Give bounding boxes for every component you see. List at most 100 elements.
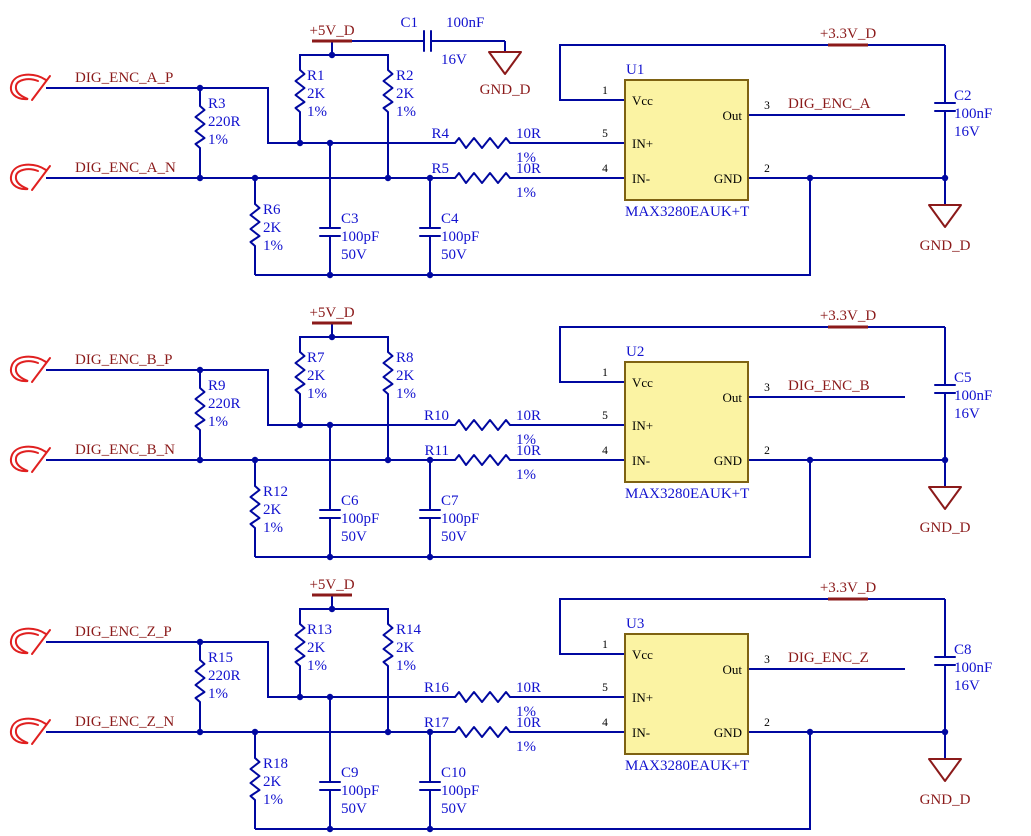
resistor-pullup-1[interactable]: R13 2K 1% <box>294 622 333 674</box>
resistor-termination[interactable]: R9 220R 1% <box>194 378 241 431</box>
resistor-pullup-1[interactable]: R1 2K 1% <box>294 68 328 120</box>
resistor-series-p[interactable]: R10 10R 1% <box>424 408 541 448</box>
pin-number-inn: 4 <box>602 445 608 457</box>
capacitor-decoupling[interactable]: C8 100nF 16V <box>934 642 992 694</box>
resistor-icon <box>382 623 394 667</box>
input-port-p[interactable]: DIG_ENC_B_P <box>9 352 173 383</box>
capacitor-filter-p[interactable]: C6 100pF 50V <box>319 493 379 545</box>
resistor-pulldown[interactable]: R6 2K 1% <box>249 202 284 254</box>
capacitor-decoupling[interactable]: C5 100nF 16V <box>934 370 992 422</box>
pin-number-inp: 5 <box>602 128 608 140</box>
input-port-n[interactable]: DIG_ENC_Z_N <box>9 714 174 745</box>
value: 220R <box>208 396 241 412</box>
capacitor-filter-n[interactable]: C4 100pF 50V <box>419 211 479 263</box>
value: 100pF <box>441 229 479 245</box>
refdes: R2 <box>396 68 414 84</box>
resistor-pulldown[interactable]: R18 2K 1% <box>249 756 289 808</box>
resistor-icon <box>382 351 394 395</box>
value: 2K <box>396 368 415 384</box>
resistor-pullup-1[interactable]: R7 2K 1% <box>294 350 328 402</box>
net-label-p[interactable]: DIG_ENC_Z_P <box>75 624 172 640</box>
capacitor-filter-p[interactable]: C3 100pF 50V <box>319 211 379 263</box>
refdes: R12 <box>263 484 288 500</box>
net-label-n[interactable]: DIG_ENC_B_N <box>75 442 175 458</box>
power-port-3v3[interactable]: +3.3V_D <box>820 308 877 329</box>
pin-name-gnd: GND <box>714 171 742 186</box>
resistor-termination[interactable]: R15 220R 1% <box>194 650 241 703</box>
capacitor-filter-n[interactable]: C10 100pF 50V <box>419 765 479 817</box>
resistor-series-n[interactable]: R5 10R 1% <box>431 161 541 201</box>
gnd-symbol-bulk[interactable] <box>488 51 522 75</box>
ic-refdes: U3 <box>626 616 644 632</box>
value: 10R <box>516 126 541 142</box>
bulk-cap-icon[interactable] <box>423 30 432 52</box>
value: 100pF <box>441 783 479 799</box>
ic-max3280[interactable]: U1 MAX3280EAUK+T Vcc IN+ IN- Out GND 1 5… <box>602 62 770 220</box>
input-port-p[interactable]: DIG_ENC_A_P <box>9 70 173 101</box>
ic-refdes: U2 <box>626 344 644 360</box>
net-label-p[interactable]: DIG_ENC_B_P <box>75 352 173 368</box>
pin-number-out: 3 <box>764 654 770 666</box>
net-label-output[interactable]: DIG_ENC_Z <box>788 650 869 666</box>
power-port-3v3[interactable]: +3.3V_D <box>820 580 877 601</box>
refdes: C8 <box>954 642 972 658</box>
net-label-output[interactable]: DIG_ENC_A <box>788 96 871 112</box>
ic-part-number: MAX3280EAUK+T <box>625 486 749 502</box>
tolerance: 1% <box>307 104 327 120</box>
gnd-port-main[interactable]: GND_D <box>920 204 971 254</box>
power-port-3v3[interactable]: +3.3V_D <box>820 26 877 47</box>
ic-body <box>624 79 749 201</box>
ic-max3280[interactable]: U3 MAX3280EAUK+T Vcc IN+ IN- Out GND 1 5… <box>602 616 770 774</box>
refdes: C7 <box>441 493 459 509</box>
net-label-p[interactable]: DIG_ENC_A_P <box>75 70 173 86</box>
capacitor-icon <box>419 227 441 237</box>
power-port-5v[interactable]: +5V_D <box>309 305 355 325</box>
power-label-5v: +5V_D <box>309 305 354 321</box>
input-port-n[interactable]: DIG_ENC_B_N <box>9 442 175 473</box>
resistor-pulldown[interactable]: R12 2K 1% <box>249 484 289 536</box>
input-port-p[interactable]: DIG_ENC_Z_P <box>9 624 172 655</box>
gnd-port-main[interactable]: GND_D <box>920 486 971 536</box>
refdes: R3 <box>208 96 226 112</box>
resistor-pullup-2[interactable]: R8 2K 1% <box>382 350 417 402</box>
resistor-series-n[interactable]: R11 10R 1% <box>425 443 541 483</box>
refdes: C6 <box>341 493 359 509</box>
voltage: 50V <box>441 801 467 817</box>
power-port-5v[interactable]: +5V_D <box>309 23 355 43</box>
ic-max3280[interactable]: U2 MAX3280EAUK+T Vcc IN+ IN- Out GND 1 5… <box>602 344 770 502</box>
refdes: R18 <box>263 756 288 772</box>
pin-number-inn: 4 <box>602 717 608 729</box>
capacitor-filter-n[interactable]: C7 100pF 50V <box>419 493 479 545</box>
pin-name-out: Out <box>723 108 743 123</box>
net-label-output[interactable]: DIG_ENC_B <box>788 378 870 394</box>
tolerance: 1% <box>516 432 536 448</box>
wire-net <box>46 323 946 558</box>
resistor-pullup-2[interactable]: R14 2K 1% <box>382 622 422 674</box>
tolerance: 1% <box>516 704 536 720</box>
input-port-n[interactable]: DIG_ENC_A_N <box>9 160 176 191</box>
capacitor-icon <box>934 102 956 112</box>
net-label-n[interactable]: DIG_ENC_A_N <box>75 160 176 176</box>
resistor-series-n[interactable]: R17 10R 1% <box>424 715 541 755</box>
power-port-5v[interactable]: +5V_D <box>309 577 355 597</box>
capacitor-icon <box>319 227 341 237</box>
resistor-series-p[interactable]: R16 10R 1% <box>424 680 541 720</box>
value: 2K <box>307 640 326 656</box>
resistor-series-p[interactable]: R4 10R 1% <box>431 126 541 166</box>
resistor-icon <box>294 623 306 667</box>
capacitor-filter-p[interactable]: C9 100pF 50V <box>319 765 379 817</box>
pin-number-out: 3 <box>764 100 770 112</box>
pin-name-inp: IN+ <box>632 418 653 433</box>
gnd-symbol-icon <box>928 486 962 510</box>
junction-dots <box>196 333 949 561</box>
net-label-n[interactable]: DIG_ENC_Z_N <box>75 714 174 730</box>
wire-net <box>46 41 946 276</box>
refdes: R4 <box>431 126 449 142</box>
gnd-port-main[interactable]: GND_D <box>920 758 971 808</box>
capacitor-decoupling[interactable]: C2 100nF 16V <box>934 88 992 140</box>
refdes: R1 <box>307 68 325 84</box>
resistor-pullup-2[interactable]: R2 2K 1% <box>382 68 417 120</box>
resistor-termination[interactable]: R3 220R 1% <box>194 96 241 149</box>
resistor-icon <box>294 351 306 395</box>
